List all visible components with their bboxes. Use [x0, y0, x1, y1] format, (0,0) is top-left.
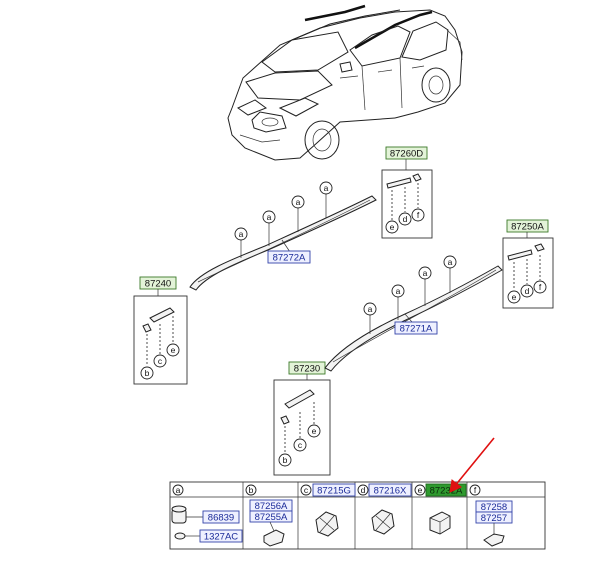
vehicle-illustration [227, 4, 463, 161]
assembly-87230[interactable]: 87230 b c e [273, 361, 331, 476]
callout-a: a [423, 268, 428, 278]
callout-d: d [403, 214, 408, 224]
table-column-c[interactable]: c 87215G [300, 483, 356, 537]
table-letter-c: c [304, 485, 309, 495]
callout-a: a [448, 257, 453, 267]
table-letter-a: a [176, 485, 181, 495]
callout-a: a [296, 197, 301, 207]
label-87230: 87230 [294, 364, 320, 375]
part-87255A: 87255A [255, 512, 288, 523]
label-87260D: 87260D [390, 149, 423, 160]
callout-a: a [368, 304, 373, 314]
table-column-a[interactable]: a 86839 1327AC [171, 484, 243, 543]
part-1327AC: 1327AC [204, 532, 238, 543]
callout-a: a [396, 286, 401, 296]
part-87256A: 87256A [255, 501, 288, 512]
table-column-f[interactable]: f 87258 87257 [469, 484, 513, 547]
table-letter-b: b [249, 485, 254, 495]
table-letter-e: e [418, 485, 423, 495]
part-87215G: 87215G [317, 486, 351, 497]
roof-rail-87272A[interactable]: a a a a 87272A [189, 181, 377, 291]
callout-b: b [145, 368, 150, 378]
part-87257: 87257 [481, 513, 507, 524]
part-86839: 86839 [208, 513, 234, 524]
roof-rail-87271A[interactable]: a a a a 87271A [324, 255, 503, 372]
callout-e: e [390, 222, 395, 232]
callout-f: f [539, 282, 542, 292]
table-column-b[interactable]: b 87256A 87255A [245, 484, 293, 547]
table-letter-f: f [474, 485, 477, 495]
assembly-87260D[interactable]: 87260D e d f [381, 146, 433, 239]
callout-c: c [298, 440, 303, 450]
assembly-87250A[interactable]: 87250A e d f [502, 219, 554, 309]
table-column-d[interactable]: d 87216X [357, 483, 412, 535]
part-87216X: 87216X [374, 486, 407, 497]
callout-a: a [239, 229, 244, 239]
callout-f: f [417, 210, 420, 220]
callout-d: d [525, 286, 530, 296]
callout-e: e [512, 292, 517, 302]
part-87258: 87258 [481, 502, 507, 513]
table-letter-d: d [361, 485, 366, 495]
label-87250A: 87250A [511, 222, 544, 233]
assembly-87240[interactable]: 87240 b c e [133, 276, 188, 385]
callout-a: a [324, 183, 329, 193]
parts-table: a 86839 1327AC b 87256A 87255A c [169, 481, 546, 550]
label-87272A: 87272A [273, 253, 306, 264]
callout-a: a [267, 212, 272, 222]
part-87232A: 87232A [430, 486, 463, 497]
callout-e: e [312, 426, 317, 436]
callout-c: c [158, 356, 163, 366]
table-column-e[interactable]: e 87232A [414, 483, 467, 535]
red-arrow-pointer [449, 437, 495, 493]
callout-b: b [283, 455, 288, 465]
label-87240: 87240 [145, 279, 171, 290]
label-87271A: 87271A [400, 324, 433, 335]
callout-e: e [171, 345, 176, 355]
